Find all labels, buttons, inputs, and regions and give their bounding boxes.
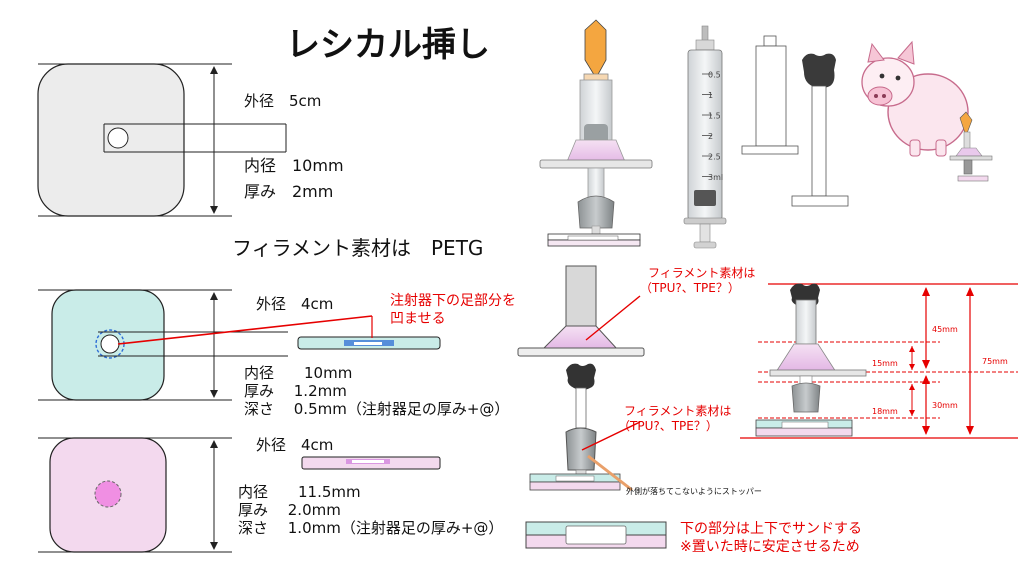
page-title: レシカル挿し <box>286 25 490 65</box>
sandwich-note-2: ※置いた時に安定させるため <box>680 539 860 555</box>
part1-hole <box>107 127 129 149</box>
part2-hole <box>100 334 120 354</box>
syringe-scale-label: 3ml <box>708 173 723 182</box>
part2-recess-note-1: 注射器下の足部分を <box>390 293 516 309</box>
dim-15mm: 15mm <box>872 359 898 368</box>
dim-45mm: 45mm <box>932 325 958 334</box>
part2-inner-label: 内径 10mm <box>244 364 353 382</box>
syringe-illustration: 0.5 1 1.5 2 2.5 3ml <box>683 25 727 249</box>
material-note-top-2: （TPU?、TPE？） <box>640 281 740 295</box>
material-note-mid-1: フィラメント素材は <box>624 404 732 418</box>
material-note-top-1: フィラメント素材は <box>648 266 756 280</box>
syringe-scale-label: 2 <box>708 132 713 141</box>
pig-mascot <box>861 40 993 182</box>
part1-inner-label: 内径 10mm <box>244 156 344 175</box>
material-note-mid-2: （TPU?、TPE？） <box>618 419 718 433</box>
assembly-upper-part <box>517 265 645 357</box>
dim-30mm: 30mm <box>932 401 958 410</box>
syringe-scale-label: 0.5 <box>708 71 721 80</box>
filament-heading: フィラメント素材は PETG <box>232 236 484 260</box>
part3-depth-label: 深さ 1.0mm（注射器足の厚み+@） <box>238 519 504 537</box>
part3-drawing <box>38 437 441 553</box>
part3-thickness-label: 厚み 2.0mm <box>238 501 341 519</box>
sandwich-note-1: 下の部分は上下でサンドする <box>680 521 862 537</box>
part1-drawing <box>37 63 287 217</box>
part2-drawing <box>38 289 441 401</box>
part1-thickness-label: 厚み 2mm <box>244 182 334 201</box>
syringe-scale-label: 1 <box>708 91 713 100</box>
part2-depth-label: 深さ 0.5mm（注射器足の厚み+@） <box>244 400 510 418</box>
stopper-note: 外側が落ちてこないようにストッパー <box>626 487 762 496</box>
syringe-scale-label: 1.5 <box>708 112 721 121</box>
syringe-scale-label: 2.5 <box>708 153 721 162</box>
dimension-diagram <box>740 283 1018 439</box>
assembly-top <box>539 19 653 247</box>
part1-outer-label: 外径 5cm <box>244 92 322 110</box>
part2-outer-label: 外径 4cm <box>256 295 334 313</box>
syringe-scale-ticks: 0.5 1 1.5 2 2.5 3ml <box>702 71 723 182</box>
dim-75mm: 75mm <box>982 357 1008 366</box>
part2-recess-note-2: 凹ませる <box>390 311 446 327</box>
sandwich-drawing <box>525 521 667 549</box>
part3-outer-label: 外径 4cm <box>256 436 334 454</box>
part3-hole <box>94 480 122 508</box>
assembly-lower-part <box>529 363 641 492</box>
dim-18mm: 18mm <box>872 407 898 416</box>
barrel-plunger <box>741 35 849 207</box>
part2-thickness-label: 厚み 1.2mm <box>244 382 347 400</box>
part3-inner-label: 内径 11.5mm <box>238 483 361 501</box>
